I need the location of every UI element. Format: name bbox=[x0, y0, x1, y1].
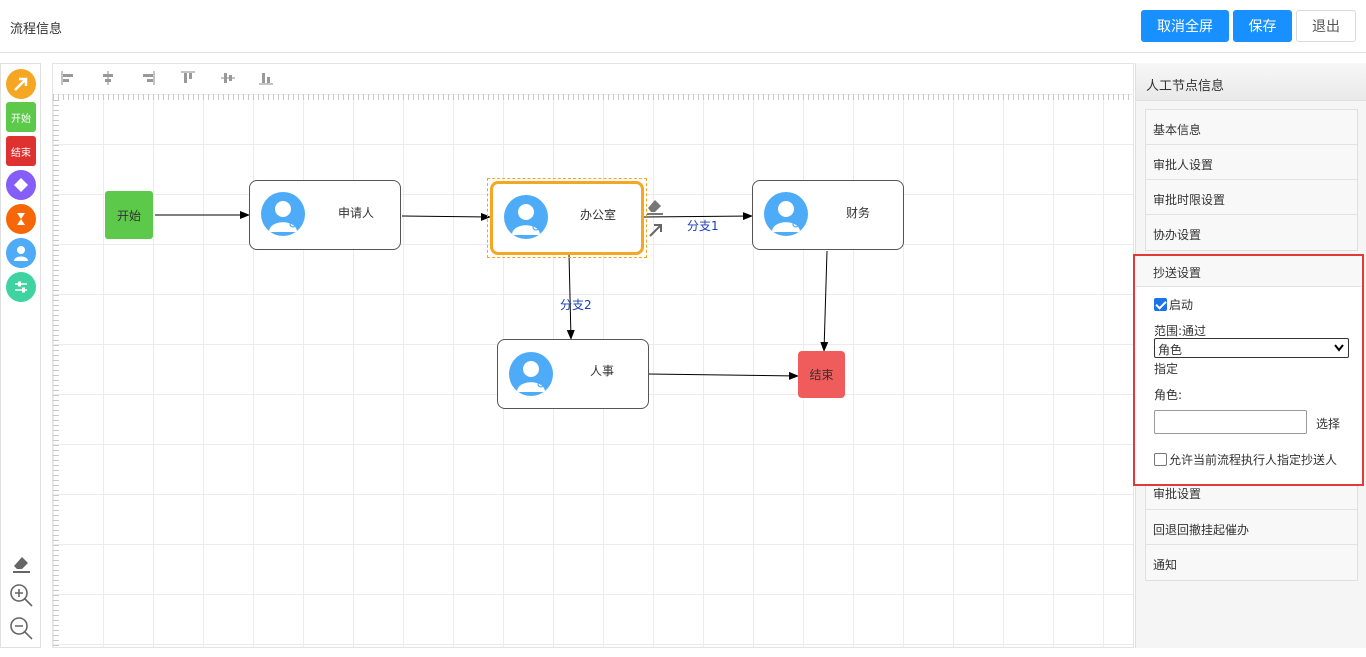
edge-office-hr bbox=[566, 253, 575, 340]
user-avatar-icon bbox=[504, 195, 548, 239]
edge-label-branch1[interactable]: 分支1 bbox=[687, 219, 719, 233]
edge-label-branch2[interactable]: 分支2 bbox=[560, 298, 592, 312]
edge-applicant-office bbox=[401, 212, 491, 221]
section-assist[interactable]: 协办设置 bbox=[1146, 215, 1357, 250]
align-top-icon[interactable] bbox=[181, 71, 195, 85]
office-node[interactable]: 办公室 bbox=[490, 181, 644, 255]
cc-assign-label: 指定 bbox=[1154, 362, 1179, 376]
office-node-label: 办公室 bbox=[580, 208, 617, 222]
user-task-tool[interactable] bbox=[6, 238, 36, 268]
arrow-icon bbox=[6, 69, 36, 99]
end-node-label: 结束 bbox=[6, 136, 36, 166]
ruler-left bbox=[53, 100, 59, 647]
node-eraser-icon[interactable] bbox=[645, 196, 667, 216]
save-button[interactable]: 保存 bbox=[1233, 10, 1292, 42]
finance-node[interactable]: 财务 bbox=[752, 180, 904, 250]
section-rollback[interactable]: 回退回撤挂起催办 bbox=[1146, 510, 1357, 545]
edge-office-finance bbox=[643, 212, 753, 221]
cc-scope-value: 角色 bbox=[1158, 343, 1183, 357]
connector-tool[interactable] bbox=[6, 69, 36, 99]
sliders-icon bbox=[6, 272, 36, 302]
align-bottom-icon[interactable] bbox=[259, 71, 273, 85]
cc-enable-label: 启动 bbox=[1169, 298, 1194, 312]
panel-title: 人工节点信息 bbox=[1136, 63, 1366, 101]
align-left-icon[interactable] bbox=[61, 71, 75, 85]
align-right-icon[interactable] bbox=[141, 71, 155, 85]
align-center-icon[interactable] bbox=[101, 71, 115, 85]
applicant-node[interactable]: 申请人 bbox=[249, 180, 401, 250]
cc-enable-checkbox[interactable] bbox=[1154, 298, 1167, 311]
accordion-bottom: 审批设置 回退回撤挂起催办 通知 bbox=[1145, 475, 1358, 581]
align-middle-icon[interactable] bbox=[221, 71, 235, 85]
end-node-tool[interactable]: 结束 bbox=[6, 136, 36, 166]
section-notify[interactable]: 通知 bbox=[1146, 545, 1357, 580]
gateway-tool[interactable] bbox=[6, 170, 36, 200]
cc-scope-label: 范围:通过 bbox=[1154, 324, 1207, 338]
cc-allow-label: 允许当前流程执行人指定抄送人 bbox=[1169, 453, 1338, 467]
user-icon bbox=[6, 238, 36, 268]
eraser-tool[interactable] bbox=[6, 548, 36, 578]
selection-frame bbox=[487, 178, 647, 258]
cancel-fullscreen-button[interactable]: 取消全屏 bbox=[1141, 10, 1229, 42]
cc-scope-select[interactable]: 角色 bbox=[1154, 338, 1349, 358]
zoom-in-icon bbox=[10, 584, 33, 607]
tool-palette: 开始 结束 bbox=[0, 63, 41, 648]
hr-node-label: 人事 bbox=[590, 364, 615, 378]
user-avatar-icon bbox=[261, 192, 305, 236]
start-node-tool[interactable]: 开始 bbox=[6, 102, 36, 132]
cc-select-button[interactable]: 选择 bbox=[1316, 417, 1341, 431]
page-title: 流程信息 bbox=[10, 22, 63, 37]
cc-settings-section: 抄送设置 启动 范围:通过 角色 指定 角色: 选择 允许当前流程执行人指定抄送… bbox=[1133, 254, 1364, 486]
end-node[interactable]: 结束 bbox=[798, 351, 845, 398]
cc-enable-row[interactable]: 启动 bbox=[1154, 296, 1193, 313]
eraser-icon bbox=[13, 557, 30, 573]
cc-allow-checkbox[interactable] bbox=[1154, 453, 1167, 466]
applicant-node-label: 申请人 bbox=[338, 206, 375, 220]
zoom-out-icon bbox=[10, 617, 33, 640]
cc-role-label: 角色: bbox=[1154, 388, 1183, 402]
settings-tool[interactable] bbox=[6, 272, 36, 302]
page-header: 流程信息 取消全屏 保存 退出 bbox=[0, 0, 1366, 53]
flow-canvas[interactable]: 分支1 分支2 开始 申请人 办公室 财务 人事 结束 bbox=[52, 63, 1134, 648]
exit-button[interactable]: 退出 bbox=[1296, 10, 1356, 42]
ruler-top bbox=[53, 94, 1133, 100]
node-connect-arrow-icon[interactable] bbox=[647, 221, 665, 239]
section-approver[interactable]: 审批人设置 bbox=[1146, 145, 1357, 180]
edge-finance-end bbox=[820, 250, 829, 352]
hourglass-icon bbox=[6, 204, 36, 234]
zoom-out-tool[interactable] bbox=[6, 613, 36, 643]
user-avatar-icon bbox=[764, 192, 808, 236]
align-toolbar bbox=[53, 64, 1133, 94]
edge-hr-end bbox=[647, 371, 799, 380]
diamond-icon bbox=[6, 170, 36, 200]
chevron-down-icon bbox=[1334, 344, 1344, 352]
accordion-top: 基本信息 审批人设置 审批时限设置 协办设置 bbox=[1145, 109, 1358, 251]
hr-node[interactable]: 人事 bbox=[497, 339, 649, 409]
start-node[interactable]: 开始 bbox=[105, 191, 153, 239]
user-avatar-icon bbox=[509, 352, 553, 396]
zoom-in-tool[interactable] bbox=[6, 580, 36, 610]
timer-tool[interactable] bbox=[6, 204, 36, 234]
section-basic-info[interactable]: 基本信息 bbox=[1146, 110, 1357, 145]
cc-role-input[interactable] bbox=[1154, 410, 1307, 434]
finance-node-label: 财务 bbox=[846, 206, 871, 220]
edges-layer bbox=[155, 211, 829, 380]
cc-allow-row[interactable]: 允许当前流程执行人指定抄送人 bbox=[1154, 451, 1337, 468]
start-node-label: 开始 bbox=[6, 102, 36, 132]
cc-settings-header[interactable]: 抄送设置 bbox=[1136, 256, 1361, 287]
section-time-limit[interactable]: 审批时限设置 bbox=[1146, 180, 1357, 215]
